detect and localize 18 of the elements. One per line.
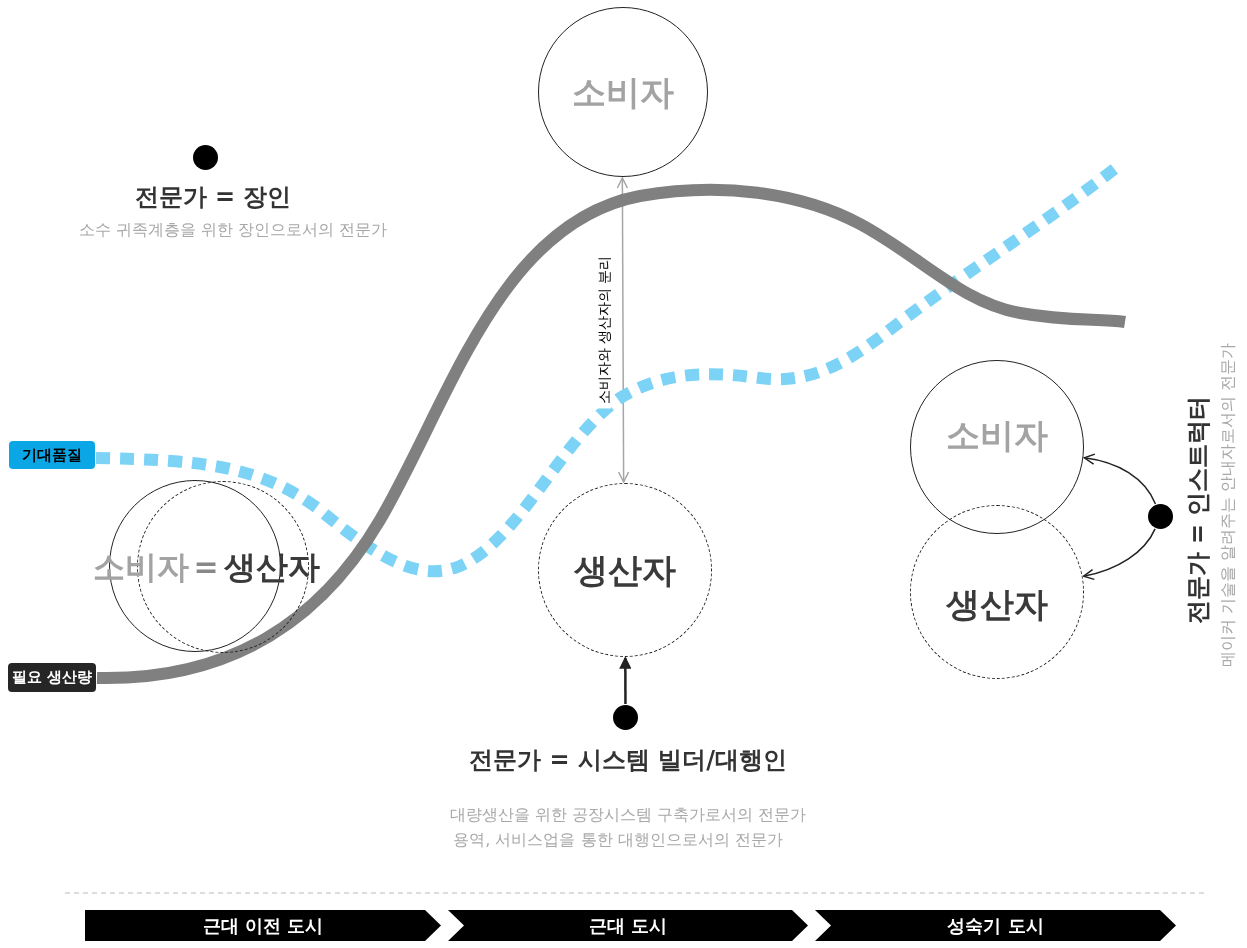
- phase-band: 성숙기 도시: [815, 910, 1176, 941]
- quality-badge: 기대품질: [9, 441, 95, 469]
- expert-heading: 전문가 = 인스트럭터: [1186, 395, 1210, 625]
- arrow: [616, 177, 630, 483]
- phase-band: 근대 도시: [448, 910, 808, 941]
- equals-sign: =: [193, 552, 219, 582]
- expert-heading: 전문가 = 시스템 빌더/대행인: [469, 748, 787, 772]
- trend-curve: [96, 183, 1126, 684]
- expert-description: 소수 귀족계층을 위한 장인으로서의 전문가: [78, 222, 388, 238]
- arrow: [1082, 528, 1156, 580]
- expert-heading: 전문가 = 장인: [134, 185, 292, 209]
- arrow: [619, 657, 632, 704]
- expert-description: 대량생산을 위한 공장시스템 구축가로서의 전문가: [449, 807, 807, 823]
- phase-band: 근대 이전 도시: [85, 910, 441, 941]
- expert-description: 용역, 서비스업을 통한 대행인으로서의 전문가: [453, 832, 783, 848]
- arrow: [1083, 453, 1157, 505]
- expert-description: 메이커 기술을 알려주는 안내자로서의 전문가: [1220, 342, 1236, 668]
- output-badge: 필요 생산량: [8, 663, 96, 692]
